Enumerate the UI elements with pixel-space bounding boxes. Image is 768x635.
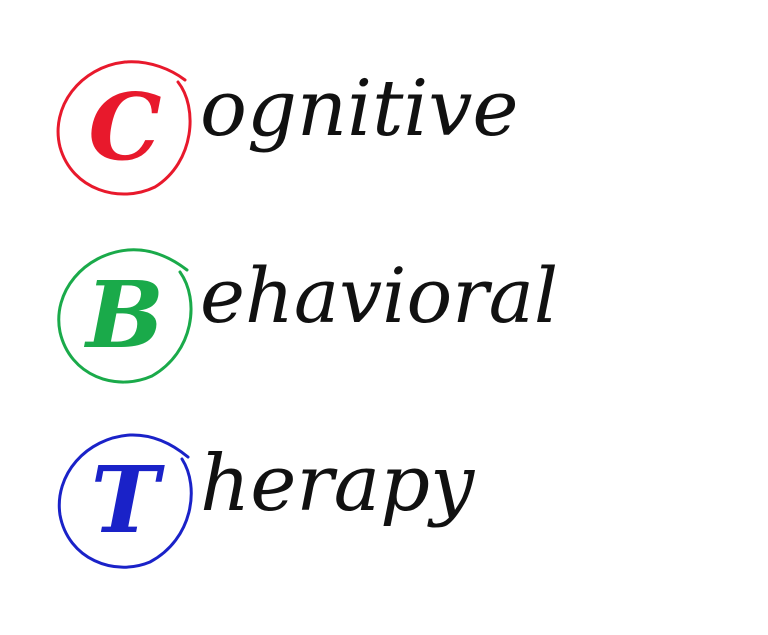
red-circle-icon <box>50 52 200 202</box>
word-cognitive: ognitive <box>200 64 519 154</box>
letter-t: T <box>90 446 160 554</box>
blue-circle-icon <box>50 425 200 575</box>
word-behavioral: ehavioral <box>200 251 559 340</box>
behavioral-row: B ehavioral <box>0 240 768 400</box>
letter-b: B <box>86 261 164 369</box>
cognitive-row: C ognitive <box>0 52 768 212</box>
letter-c: C <box>88 73 162 181</box>
green-circle-icon <box>50 240 200 390</box>
word-therapy: herapy <box>200 439 475 529</box>
therapy-row: T herapy <box>0 425 768 585</box>
